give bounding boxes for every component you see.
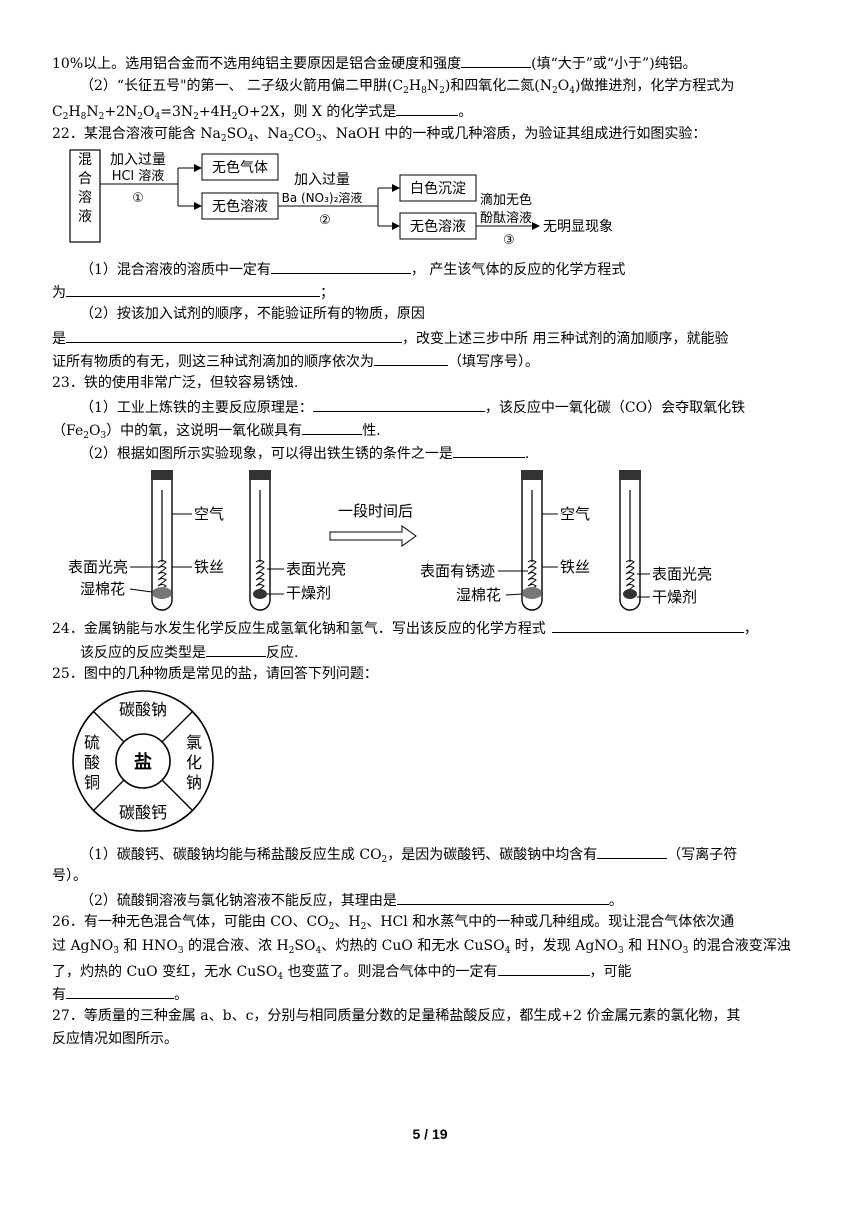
question-22-1b: 为； — [52, 281, 334, 303]
question-25-1b: 号）。 — [52, 868, 87, 884]
label-wire-2: 铁丝 — [560, 558, 590, 576]
answer-blank[interactable] — [461, 52, 532, 68]
answer-blank[interactable] — [374, 350, 448, 366]
question-23-1b: （Fe2O3）中的氧，这说明一氧化碳具有性. — [52, 419, 381, 441]
box-mixture-label: 混合溶液 — [78, 152, 92, 225]
answer-blank[interactable] — [312, 396, 485, 412]
wheel-center-label: 盐 — [134, 751, 152, 773]
equation-line: C2H8N2+2N2O4=3N2+4H2O+2X，则 X 的化学式是。 — [52, 100, 472, 122]
question-23-1: （1）工业上炼铁的主要反应原理是：，该反应中一氧化碳（CO）会夺取氧化铁 — [80, 396, 745, 418]
answer-blank[interactable] — [396, 100, 459, 116]
label-dry-2: 干燥剂 — [652, 588, 697, 606]
text-line: （2）“长征五号"的第一、 二子级火箭用偏二甲肼(C2H8N2)和四氧化二氮(N… — [80, 78, 735, 96]
text-line: 10%以上。选用铝合金而不选用纯铝主要原因是铝合金硬度和强度 (填“大于”或“小于… — [52, 52, 697, 74]
label-wire-1: 铁丝 — [194, 558, 224, 576]
step2-number: ② — [319, 213, 331, 228]
question-27b: 反应情况如图所示。 — [52, 1031, 178, 1047]
step1-reagent: HCl 溶液 — [112, 169, 165, 184]
wheel-top-label: 碳酸钠 — [119, 700, 167, 719]
box-precipitate — [399, 174, 477, 202]
desiccant-1 — [253, 589, 267, 599]
answer-blank[interactable] — [497, 960, 590, 976]
label-bright-3: 表面光亮 — [652, 565, 712, 583]
label-dry-1: 干燥剂 — [286, 584, 331, 602]
step3-reagent: 酚酞溶液 — [480, 211, 532, 226]
label-air-2: 空气 — [560, 505, 590, 523]
answer-blank[interactable] — [66, 327, 402, 343]
question-22-1: （1）混合溶液的溶质中一定有， 产生该气体的反应的化学方程式 — [80, 258, 625, 280]
answer-blank[interactable] — [206, 641, 266, 657]
step2-label: 加入过量 — [294, 172, 350, 188]
rusting-experiment-figure: 空气 表面光亮 湿棉花 铁丝 表面光亮 干燥剂 一段时间后 空气 表面有锈迹 湿… — [68, 469, 712, 611]
label-cotton-1: 湿棉花 — [80, 580, 125, 598]
step3-number: ③ — [503, 233, 515, 248]
question-22-2c: 证所有物质的有无，则这三种试剂滴加的顺序依次为（填写序号）。 — [52, 350, 539, 372]
step1-number: ① — [132, 191, 144, 206]
text: 10%以上。选用铝合金而不选用纯铝主要原因是铝合金硬度和强度 — [52, 56, 462, 72]
solution2-label: 无色溶液 — [410, 218, 466, 235]
question-26: 26．有一种无色混合气体，可能由 CO、CO2、H2、HCl 和水蒸气中的一种或… — [52, 914, 735, 932]
step3-label: 滴加无色 — [480, 192, 532, 208]
question-26d: 有。 — [52, 983, 188, 1005]
question-22-2: （2）按该加入试剂的顺序，不能验证所有的物质，原因 — [80, 306, 425, 322]
question-23: 23．铁的使用非常广泛，但较容易锈蚀. — [52, 375, 299, 391]
answer-blank[interactable] — [597, 843, 668, 859]
wheel-bottom-label: 碳酸钙 — [119, 803, 167, 822]
desiccant-2 — [623, 589, 637, 599]
wet-cotton-2 — [523, 587, 541, 599]
question-27: 27．等质量的三种金属 a、b、c，分别与相同质量分数的足量稀盐酸反应，都生成+… — [52, 1008, 741, 1024]
question-25: 25．图中的几种物质是常见的盐，请回答下列问题： — [52, 666, 378, 682]
question-25-2: （2）硫酸铜溶液与氯化钠溶液不能反应，其理由是。 — [80, 889, 623, 911]
answer-blank[interactable] — [551, 617, 744, 633]
question-22: 22．某混合溶液可能含 Na2SO4、Na2CO3、NaOH 中的一种或几种溶质… — [52, 126, 707, 144]
page-number: 5 / 19 — [412, 1126, 448, 1142]
experiment-flowchart: 混合溶液 加入过量 HCl 溶液 ① 无色气体 无色溶液 加入过量 Ba (NO… — [69, 149, 613, 248]
answer-blank[interactable] — [396, 889, 609, 905]
text: (填“大于”或“小于”)纯铝。 — [531, 56, 697, 72]
wheel-right-label: 氯化钠 — [186, 733, 202, 792]
answer-blank[interactable] — [66, 281, 320, 297]
answer-blank[interactable] — [66, 983, 174, 999]
box-gas — [201, 153, 279, 181]
time-arrow — [329, 525, 417, 547]
solution1-label: 无色溶液 — [212, 198, 268, 215]
salt-wheel-diagram: 盐 碳酸钠 碳酸钙 硫酸铜 氯化钠 — [72, 690, 214, 832]
wheel-left-label: 硫酸铜 — [84, 733, 100, 792]
step1-label: 加入过量 — [110, 152, 166, 168]
question-26b: 过 AgNO3 和 HNO3 的混合液、浓 H2SO4、灼热的 CuO 和无水 … — [52, 938, 791, 956]
question-24: 24．金属钠能与水发生化学反应生成氢氧化钠和氢气．写出该反应的化学方程式， — [52, 617, 758, 639]
label-bright-2: 表面光亮 — [286, 560, 346, 578]
inner-circle — [115, 733, 171, 789]
question-22-2b: 是，改变上述三步中所 用三种试剂的滴加顺序，就能验 — [52, 327, 728, 349]
question-25-1: （1）碳酸钙、碳酸钠均能与稀盐酸反应生成 CO2，是因为碳酸钙、碳酸钠中均含有（… — [80, 843, 737, 865]
label-after-time: 一段时间后 — [338, 502, 413, 520]
answer-blank[interactable] — [302, 419, 363, 435]
result-label: 无明显现象 — [543, 219, 613, 235]
box-mixture — [69, 149, 101, 243]
label-cotton-2: 湿棉花 — [456, 586, 501, 604]
precipitate-label: 白色沉淀 — [410, 180, 466, 197]
gas-label: 无色气体 — [212, 159, 268, 176]
answer-blank[interactable] — [270, 258, 411, 274]
label-bright-1: 表面光亮 — [68, 558, 128, 576]
wet-cotton-1 — [153, 587, 171, 599]
question-24b: 该反应的反应类型是反应. — [80, 641, 298, 663]
label-air-1: 空气 — [194, 505, 224, 523]
step2-reagent: Ba (NO₃)₂溶液 — [282, 190, 363, 205]
question-26c: 了，灼热的 CuO 变红，无水 CuSO4 也变蓝了。则混合气体中的一定有，可能 — [52, 960, 632, 982]
answer-blank[interactable] — [452, 442, 525, 458]
label-rust: 表面有锈迹 — [420, 562, 495, 580]
question-23-2: （2）根据如图所示实验现象，可以得出铁生锈的条件之一是. — [80, 442, 529, 464]
